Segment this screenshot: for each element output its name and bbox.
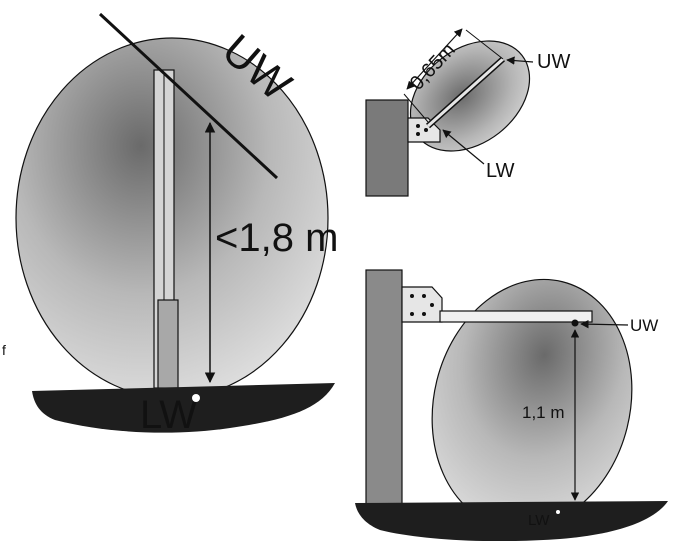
bottom-right-wall	[365, 269, 403, 511]
bottom-right-upper-label: UW	[630, 316, 658, 335]
left-diagram: UW <1,8 m LW f	[2, 12, 338, 437]
bottom-right-coverage-ellipse	[431, 278, 633, 530]
top-right-length-arrow	[406, 28, 463, 90]
top-right-upper-label: UW	[537, 51, 570, 73]
left-ground	[32, 383, 335, 433]
bottom-right-distance-label: 1,1 m	[522, 403, 565, 422]
left-distance-label: <1,8 m	[215, 216, 338, 260]
left-band-line	[98, 12, 279, 180]
top-right-lower-label: LW	[486, 160, 515, 182]
bottom-right-ground	[355, 501, 668, 541]
bottom-right-point-label: LW	[528, 512, 550, 529]
bottom-right-upper-dot	[571, 319, 579, 327]
left-point-dot	[192, 394, 200, 402]
top-right-diagram: 0,65m UW LW	[365, 28, 570, 197]
top-right-wall	[365, 99, 409, 197]
top-right-coverage-ellipse	[409, 40, 531, 152]
left-margin-mark: f	[2, 342, 6, 358]
left-pole-base	[157, 299, 179, 389]
bottom-right-bracket	[401, 286, 443, 323]
left-point-label: LW	[140, 393, 197, 437]
bottom-right-arm	[439, 310, 593, 323]
bottom-right-diagram: 1,1 m UW LW	[355, 269, 668, 541]
